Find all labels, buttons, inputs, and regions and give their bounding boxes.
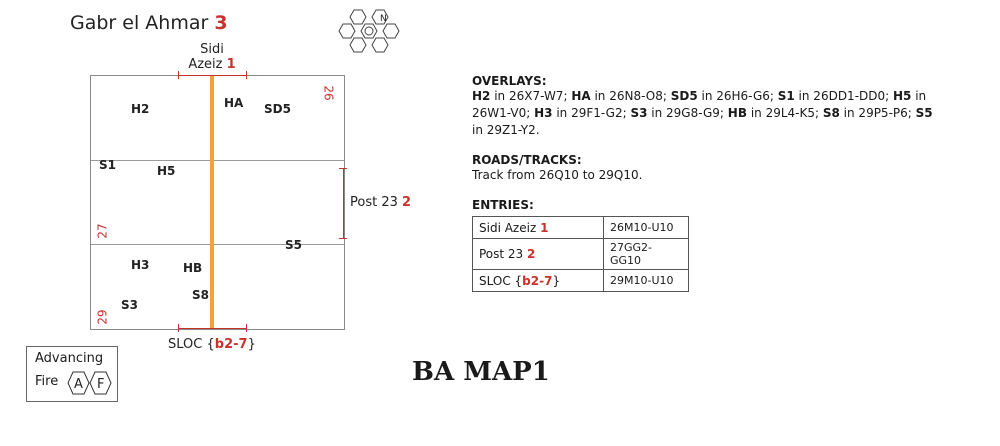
overlay-loc: in 29F1-G2;: [552, 106, 631, 120]
map-number: 3: [214, 12, 228, 34]
overlay-ha: HA: [224, 96, 244, 110]
overlay-s8: S8: [192, 288, 209, 302]
table-row: SLOC {b2-7} 29M10-U10: [472, 269, 689, 292]
entry-bottom-close: }: [247, 337, 256, 352]
board-number-26: 26: [321, 85, 336, 101]
entry-top-tick-left: [178, 71, 179, 79]
overlay-sd5: SD5: [264, 102, 291, 116]
compass-north-label: N: [380, 14, 387, 24]
overlay-loc: in 29Z1-Y2.: [472, 123, 540, 137]
entry-label-sidi-azeiz: Sidi Azeiz 1: [182, 42, 242, 72]
entry-name-cell: Post 23 2: [472, 238, 604, 270]
overlay-s5: S5: [285, 238, 302, 252]
overlay-loc: in 26H6-G6;: [697, 89, 778, 103]
board-divider-1: [91, 160, 344, 161]
entry-top-line1: Sidi: [200, 42, 224, 57]
entry-name: Post 23: [479, 247, 524, 261]
overlay-code: H5: [893, 89, 912, 103]
overlay-h5: H5: [157, 164, 176, 178]
page-title: BA MAP1: [412, 357, 550, 387]
overlay-code: SD5: [670, 89, 698, 103]
entry-bottom-label: SLOC: [168, 337, 203, 352]
roads-heading: ROADS/TRACKS:: [472, 153, 582, 167]
entry-name: SLOC: [479, 273, 511, 288]
overlay-loc: in 26W1-V0;: [472, 89, 927, 120]
overlays-list: H2 in 26X7-W7; HA in 26N8-O8; SD5 in 26H…: [472, 88, 942, 139]
af-line1: Advancing: [35, 351, 104, 366]
table-row: Sidi Azeiz 1 26M10-U10: [472, 216, 689, 239]
overlay-loc: in 29G8-G9;: [647, 106, 728, 120]
map-title: Gabr el Ahmar 3: [70, 12, 228, 34]
overlays-heading: OVERLAYS:: [472, 74, 547, 88]
entry-bottom-tick-right: [246, 324, 247, 332]
board-number-29: 29: [95, 309, 110, 325]
overlay-s1: S1: [99, 158, 116, 172]
entry-right-label: Post 23: [350, 195, 398, 210]
compass-hex-icon: N: [338, 9, 400, 53]
entry-hex-cell: 27GG2-GG10: [603, 238, 689, 270]
entry-bottom-tick-left: [178, 324, 179, 332]
overlay-code: HA: [571, 89, 591, 103]
entries-table: Sidi Azeiz 1 26M10-U10 Post 23 2 27GG2-G…: [472, 216, 689, 292]
overlay-code: HB: [727, 106, 747, 120]
overlay-code: S1: [777, 89, 795, 103]
entry-hex-cell: 29M10-U10: [603, 269, 689, 292]
entry-right-span: [343, 168, 344, 238]
board-number-27: 27: [95, 223, 110, 239]
entry-label-post-23: Post 23 2: [350, 195, 411, 210]
entry-right-tick-bottom: [339, 238, 347, 239]
entry-right-tick-top: [339, 168, 347, 169]
info-panel: OVERLAYS: H2 in 26X7-W7; HA in 26N8-O8; …: [472, 74, 942, 292]
map-name: Gabr el Ahmar: [70, 12, 209, 34]
entry-bottom-span: [178, 328, 246, 329]
entry-top-line2: Azeiz: [188, 57, 223, 72]
af-badge-f: F: [97, 377, 104, 392]
entry-num: 2: [527, 247, 536, 261]
overlay-code: H2: [472, 89, 491, 103]
board-divider-2: [91, 244, 344, 245]
table-row: Post 23 2 27GG2-GG10: [472, 238, 689, 270]
af-line2: Fire: [35, 374, 59, 389]
overlay-hb: HB: [183, 261, 203, 275]
entry-name-cell: Sidi Azeiz 1: [472, 216, 604, 239]
overlay-code: S3: [630, 106, 648, 120]
entries-heading: ENTRIES:: [472, 198, 534, 212]
overlay-s3: S3: [121, 298, 138, 312]
overlay-loc: in 29L4-K5;: [747, 106, 823, 120]
af-badge-a: A: [74, 377, 83, 392]
entry-top-span: [178, 75, 246, 76]
af-hex-icon: A F: [67, 371, 112, 395]
overlay-h3: H3: [131, 258, 150, 272]
overlay-loc: in 29P5-P6;: [839, 106, 916, 120]
overlay-code: H3: [534, 106, 553, 120]
overlay-h2: H2: [131, 102, 150, 116]
map-grid: H2 HA SD5 S1 H5 S5 H3 HB S8 S3 26 27 29: [90, 75, 345, 330]
entry-num: b2-7: [522, 273, 553, 288]
overlay-code: S5: [915, 106, 933, 120]
entry-num: 1: [540, 220, 549, 235]
entry-bottom-open: {: [206, 337, 215, 352]
entry-bottom-code: b2-7: [214, 337, 248, 352]
advancing-fire-box: Advancing Fire A F: [26, 346, 118, 402]
overlay-loc: in 26X7-W7;: [490, 89, 572, 103]
roads-text: Track from 26Q10 to 29Q10.: [472, 168, 643, 182]
entry-top-tick-right: [246, 71, 247, 79]
overlay-loc: in 26N8-O8;: [590, 89, 671, 103]
entry-name-cell: SLOC {b2-7}: [472, 269, 604, 292]
entry-label-sloc: SLOC {b2-7}: [168, 337, 256, 352]
overlay-loc: in 26DD1-DD0;: [794, 89, 893, 103]
entry-name: Sidi Azeiz: [479, 220, 537, 235]
entry-top-num: 1: [226, 57, 236, 72]
overlay-code: S8: [822, 106, 840, 120]
track-road: [210, 76, 214, 329]
entry-hex-cell: 26M10-U10: [603, 216, 689, 239]
entry-right-num: 2: [402, 195, 412, 210]
